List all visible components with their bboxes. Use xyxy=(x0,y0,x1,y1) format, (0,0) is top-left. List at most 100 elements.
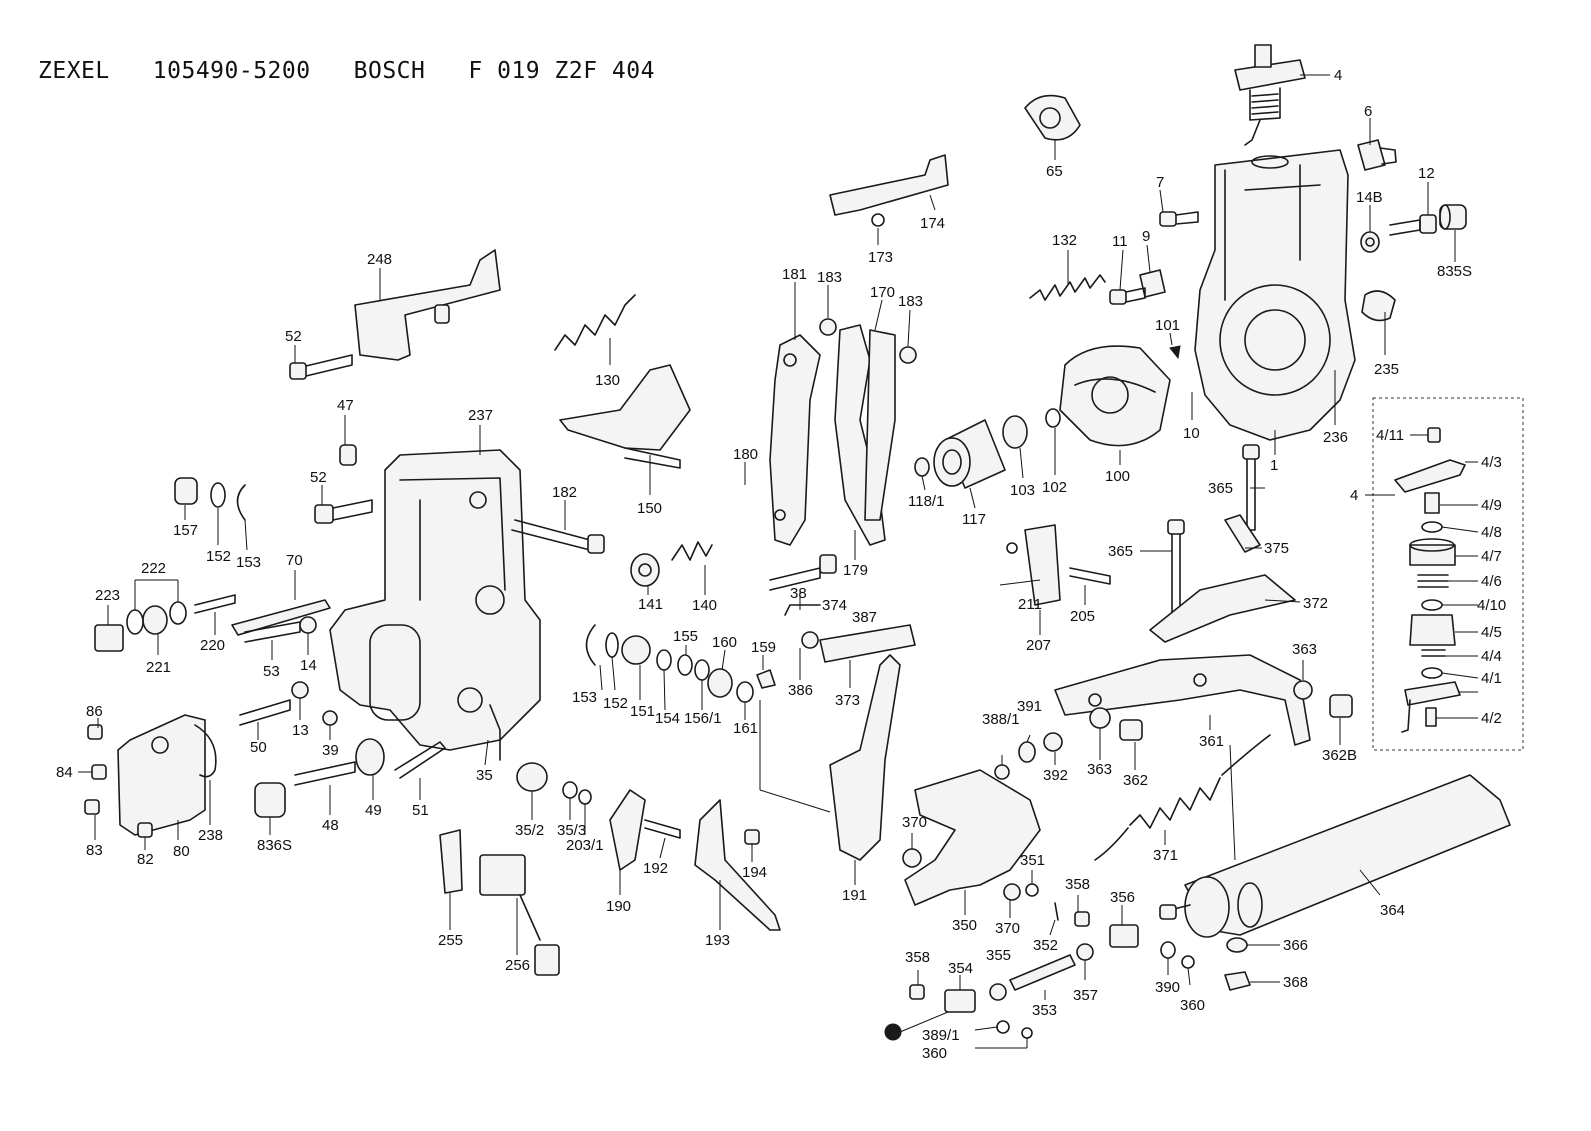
bolt-part-182 xyxy=(511,519,605,554)
label-118_1: 118/1 xyxy=(908,493,944,510)
cover-part-80 xyxy=(117,714,206,836)
label-355: 355 xyxy=(986,947,1011,964)
label-13: 13 xyxy=(292,722,309,739)
label-152b: 152 xyxy=(603,695,628,712)
bolt-part-362 xyxy=(1119,719,1143,741)
label-194: 194 xyxy=(742,864,767,881)
washer-part-183a xyxy=(819,318,837,336)
bolt-part-82 xyxy=(137,822,153,838)
nut-part-363a xyxy=(1293,680,1313,700)
label-102: 102 xyxy=(1042,479,1067,496)
label-238: 238 xyxy=(198,827,223,844)
label-366: 366 xyxy=(1283,937,1308,954)
bolt-part-358b xyxy=(909,984,925,1000)
label-183b: 183 xyxy=(898,293,923,310)
label-351: 351 xyxy=(1020,852,1045,869)
label-358b: 358 xyxy=(905,949,930,966)
key-part-101 xyxy=(1169,345,1181,360)
label-390: 390 xyxy=(1155,979,1180,996)
nut-part-386 xyxy=(801,631,819,649)
label-374: 374 xyxy=(822,597,847,614)
label-836S: 836S xyxy=(257,837,292,854)
label-190: 190 xyxy=(606,898,631,915)
label-7: 7 xyxy=(1156,174,1164,191)
label-350: 350 xyxy=(952,917,977,934)
label-47: 47 xyxy=(337,397,354,414)
shaft-part-150 xyxy=(559,364,691,469)
sleeve-part-117 xyxy=(933,419,1006,489)
label-86: 86 xyxy=(86,703,103,720)
ball-part-end xyxy=(884,1023,902,1041)
label-65: 65 xyxy=(1046,163,1063,180)
nut-part-13 xyxy=(291,681,309,699)
bolt-part-84 xyxy=(91,764,107,780)
governor-housing-1 xyxy=(1194,149,1356,441)
label-182: 182 xyxy=(552,484,577,501)
label-375: 375 xyxy=(1264,540,1289,557)
label-150: 150 xyxy=(637,500,662,517)
label-205: 205 xyxy=(1070,608,1095,625)
label-14: 14 xyxy=(300,657,317,674)
washer-part-370a xyxy=(902,848,922,868)
label-255: 255 xyxy=(438,932,463,949)
nut-part-355 xyxy=(989,983,1007,1001)
screw-part-220 xyxy=(194,594,236,614)
nut-part-39 xyxy=(322,710,338,726)
screw-part-205 xyxy=(1069,567,1111,585)
label-4: 4 xyxy=(1334,67,1342,84)
label-4-9: 4/9 xyxy=(1481,497,1502,514)
bolt-part-391 xyxy=(1018,741,1036,763)
label-48: 48 xyxy=(322,817,339,834)
pin-part-48 xyxy=(294,761,356,786)
label-183a: 183 xyxy=(817,269,842,286)
label-353: 353 xyxy=(1032,1002,1057,1019)
label-389_1: 389/1 xyxy=(922,1027,960,1044)
label-391: 391 xyxy=(1017,698,1042,715)
label-203_1: 203/1 xyxy=(566,837,604,854)
pin-part-374 xyxy=(784,604,821,616)
label-365b: 365 xyxy=(1108,543,1133,560)
label-192: 192 xyxy=(643,860,668,877)
gasket-part-238 xyxy=(194,724,217,778)
label-52b: 52 xyxy=(310,469,327,486)
cap-part-4 xyxy=(1234,44,1306,146)
washer-part-35_3 xyxy=(562,781,578,799)
label-4-3: 4/3 xyxy=(1481,454,1502,471)
label-363b: 363 xyxy=(1087,761,1112,778)
washer-part-118_1 xyxy=(914,457,930,477)
bolt-part-192 xyxy=(644,819,681,839)
label-4-10: 4/10 xyxy=(1477,597,1506,614)
label-130: 130 xyxy=(595,372,620,389)
ring-part-152b xyxy=(605,632,619,658)
cylinder-part-364 xyxy=(1159,774,1511,938)
fitting-part-35_2 xyxy=(516,762,548,792)
bracket-part-248 xyxy=(354,249,501,361)
label-49: 49 xyxy=(365,802,382,819)
flyweight-part-100 xyxy=(1059,345,1171,447)
clip-part-211 xyxy=(1006,542,1018,554)
pivot-part-356 xyxy=(1109,924,1139,948)
cap-part-836S xyxy=(254,782,286,818)
label-10: 10 xyxy=(1183,425,1200,442)
pivot-part-354 xyxy=(944,989,976,1013)
spring-part-140 xyxy=(671,541,713,561)
label-180: 180 xyxy=(733,446,758,463)
plate-part-373 xyxy=(819,624,916,663)
label-103: 103 xyxy=(1010,482,1035,499)
rod-part-353 xyxy=(1009,954,1076,991)
nut-part-368 xyxy=(1224,971,1251,991)
nut-part-141 xyxy=(630,553,660,587)
bolt-part-194 xyxy=(744,829,760,845)
label-inset-4: 4 xyxy=(1350,487,1358,504)
label-368: 368 xyxy=(1283,974,1308,991)
label-132: 132 xyxy=(1052,232,1077,249)
inset-box-part-4 xyxy=(1372,397,1524,751)
bolt-part-358a xyxy=(1074,911,1090,927)
label-360b: 360 xyxy=(922,1045,947,1062)
label-362B: 362B xyxy=(1322,747,1357,764)
nut-part-357 xyxy=(1076,943,1094,961)
label-221: 221 xyxy=(146,659,171,676)
label-4-8: 4/8 xyxy=(1481,524,1502,541)
label-152a: 152 xyxy=(206,548,231,565)
